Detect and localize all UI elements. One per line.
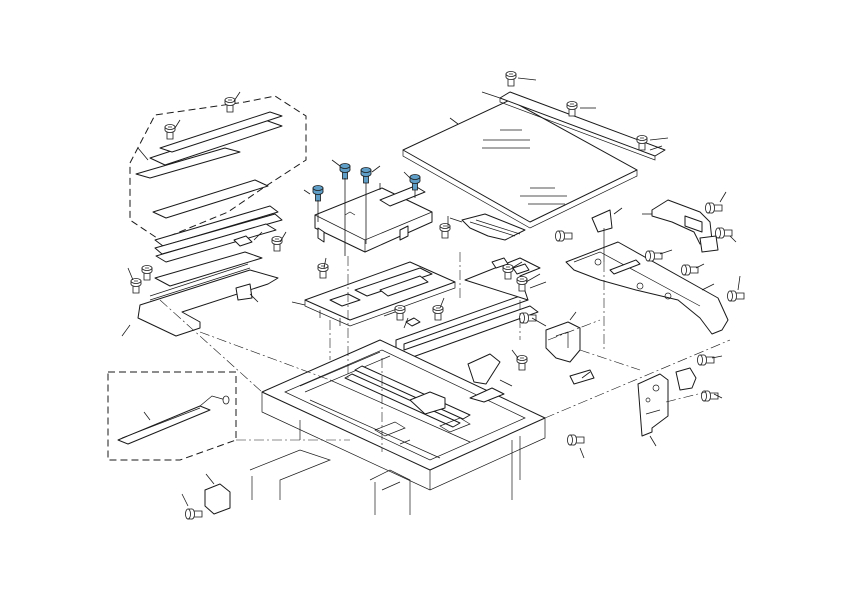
leader-lines-right xyxy=(613,191,741,291)
screw-icon xyxy=(185,508,203,520)
screw-icon xyxy=(697,354,715,366)
guide-bracket xyxy=(591,209,613,262)
screw-icon xyxy=(505,71,517,87)
flat-cable xyxy=(449,213,526,241)
screw-icon xyxy=(681,264,699,276)
screw-icon xyxy=(339,163,351,180)
screw-icon xyxy=(715,227,733,239)
left-scale-bracket xyxy=(137,235,279,337)
sensor-holder xyxy=(545,311,595,385)
screw-icon xyxy=(645,250,663,262)
screw-icon xyxy=(516,355,528,371)
screw-icon xyxy=(705,202,723,214)
bottom-bracket xyxy=(204,473,231,515)
vertical-side-plate xyxy=(637,367,697,447)
screw-icon xyxy=(130,278,142,294)
screw-icon xyxy=(317,263,329,279)
top-right-bracket xyxy=(651,199,719,253)
screw-icon xyxy=(312,185,324,202)
screw-icon xyxy=(271,236,283,252)
alignment-lines xyxy=(159,252,731,452)
screw-icon xyxy=(141,265,153,281)
screw-icon xyxy=(432,305,444,321)
actuator-plate xyxy=(467,353,513,387)
lamp-inset xyxy=(107,371,237,461)
screw-icon xyxy=(164,124,176,140)
sensor-board-bracket xyxy=(314,185,433,253)
screw-icon xyxy=(555,230,573,242)
right-frame-bracket xyxy=(565,241,729,335)
screw-icon xyxy=(224,97,236,113)
screw-icon xyxy=(394,305,406,321)
screw-icon xyxy=(439,223,451,239)
screw-icon xyxy=(519,312,537,324)
blue-screw-drop-lines xyxy=(303,159,416,256)
screw-icon xyxy=(567,434,585,446)
screw-icon xyxy=(360,167,372,184)
scale-strip-right xyxy=(481,91,666,161)
scanner-base-frame xyxy=(261,339,546,491)
lower-chassis xyxy=(249,436,521,515)
small-clamp xyxy=(405,317,421,327)
screw-icon xyxy=(727,290,745,302)
carriage-tray xyxy=(291,261,456,327)
leader-lines-left xyxy=(121,91,327,337)
exposure-glass xyxy=(402,99,638,229)
exposure-glass-strip-group xyxy=(129,95,307,263)
